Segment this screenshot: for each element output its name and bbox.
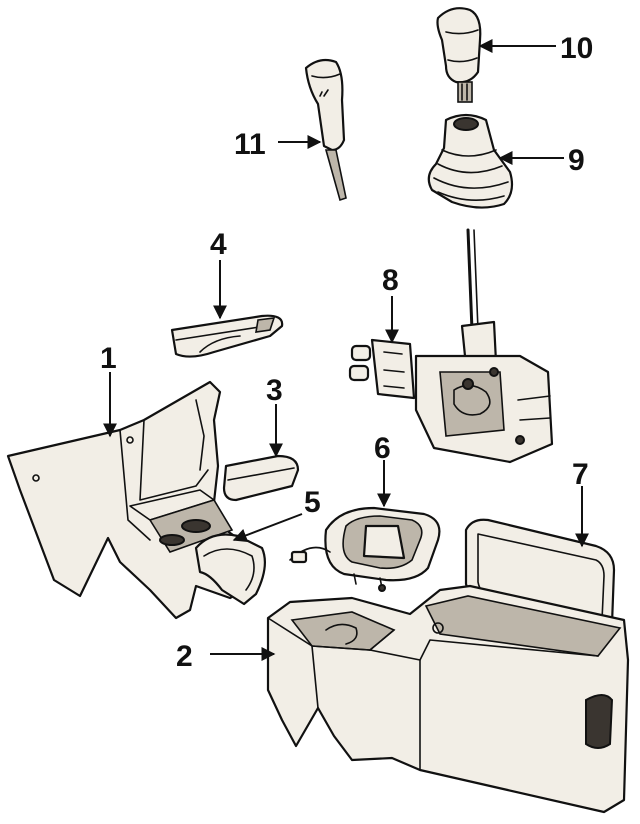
callout-11: 11	[234, 128, 322, 161]
callout-label-4: 4	[210, 228, 227, 261]
part-4-cover	[170, 314, 284, 358]
callout-2: 2	[176, 640, 276, 673]
part-10-shift-knob	[436, 7, 482, 103]
callout-label-7: 7	[572, 458, 589, 491]
part-1-front-panel	[6, 380, 254, 620]
part-2-console-body	[266, 584, 630, 814]
callout-5: 5	[232, 486, 321, 543]
leader-5	[232, 513, 303, 543]
part-8-shifter-assembly	[348, 228, 554, 464]
callout-label-3: 3	[266, 374, 283, 407]
part-3-pad	[222, 454, 300, 502]
callout-4: 4	[210, 228, 227, 320]
callout-10: 10	[478, 32, 593, 65]
callout-6: 6	[374, 432, 391, 508]
part-9-shift-boot	[427, 113, 514, 209]
callout-label-1: 1	[100, 342, 117, 375]
callout-label-10: 10	[560, 32, 593, 65]
callout-label-5: 5	[304, 486, 321, 519]
callout-8: 8	[382, 264, 399, 344]
callout-label-9: 9	[568, 144, 585, 177]
callout-3: 3	[266, 374, 283, 458]
part-11-shift-handle	[304, 58, 347, 202]
callout-label-11: 11	[234, 128, 266, 161]
callout-9: 9	[498, 144, 585, 177]
callout-1: 1	[100, 342, 117, 438]
callout-label-2: 2	[176, 640, 193, 673]
callout-label-6: 6	[374, 432, 391, 465]
part-5-bezel	[194, 533, 267, 606]
part-6-indicator-plate	[289, 506, 441, 592]
callout-label-8: 8	[382, 264, 399, 297]
callout-7: 7	[572, 458, 589, 548]
